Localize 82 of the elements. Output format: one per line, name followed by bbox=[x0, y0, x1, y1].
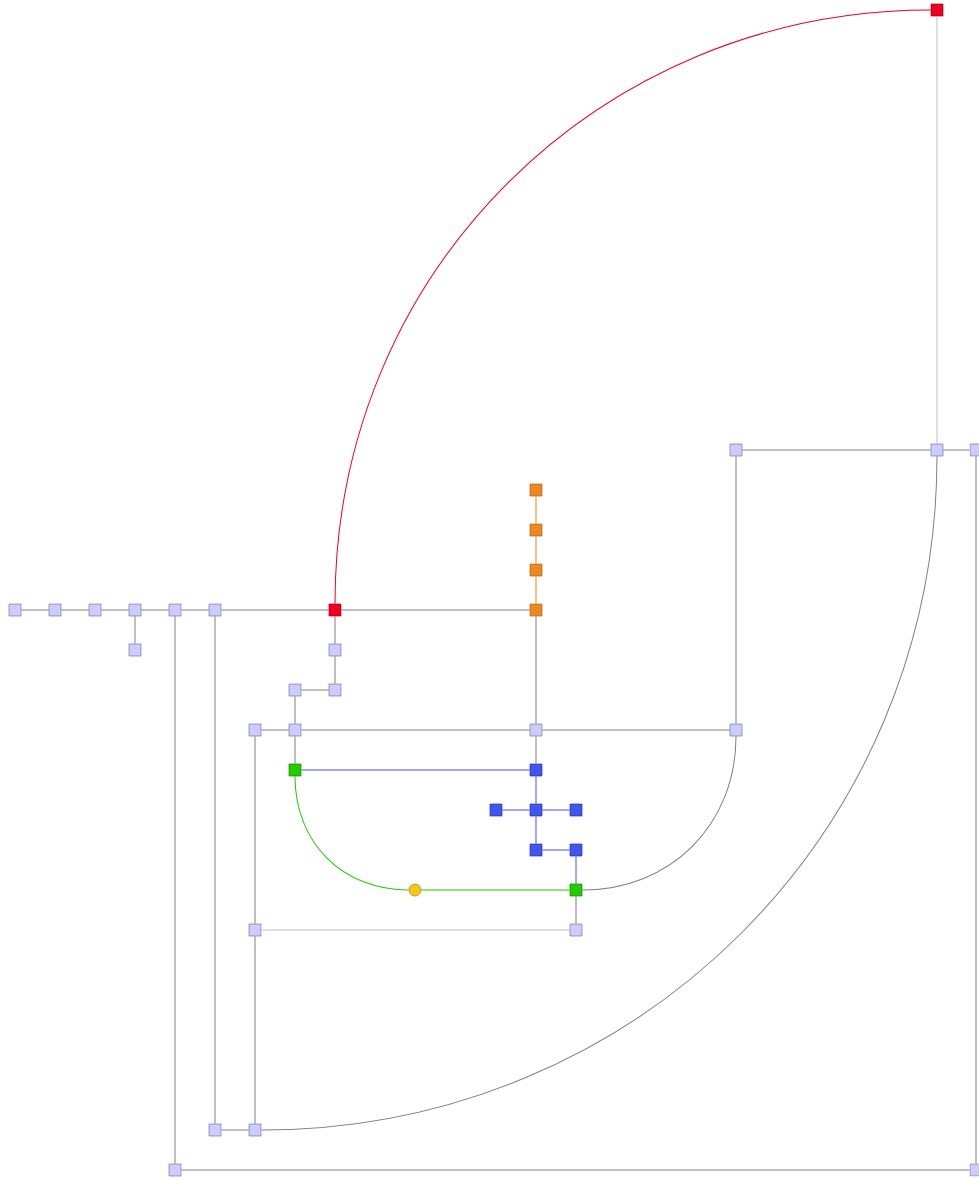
connector-line bbox=[174, 615, 176, 1165]
connector-line bbox=[541, 729, 731, 731]
connector-line bbox=[581, 735, 737, 891]
square-node bbox=[328, 603, 342, 617]
square-node bbox=[569, 923, 583, 937]
connector-line bbox=[294, 735, 296, 765]
square-node bbox=[208, 1123, 222, 1137]
square-node bbox=[569, 883, 583, 897]
square-node bbox=[288, 763, 302, 777]
square-node bbox=[930, 3, 944, 17]
connector-line bbox=[741, 449, 932, 451]
square-node bbox=[128, 643, 142, 657]
connector-line bbox=[501, 809, 531, 811]
square-node bbox=[529, 763, 543, 777]
connector-line bbox=[535, 615, 537, 725]
connector-line bbox=[134, 615, 136, 645]
connector-line bbox=[180, 609, 210, 611]
connector-line bbox=[220, 609, 330, 611]
connector-line bbox=[334, 655, 336, 685]
connector-line bbox=[535, 775, 537, 805]
square-node bbox=[489, 803, 503, 817]
connector-line bbox=[100, 609, 130, 611]
square-node bbox=[288, 723, 302, 737]
square-node bbox=[529, 563, 543, 577]
square-node bbox=[168, 603, 182, 617]
square-node bbox=[128, 603, 142, 617]
connector-line bbox=[300, 689, 330, 691]
connector-line bbox=[260, 455, 938, 1131]
square-node bbox=[529, 603, 543, 617]
connector-line bbox=[140, 609, 170, 611]
connector-line bbox=[180, 1169, 971, 1171]
connector-line bbox=[936, 15, 938, 445]
connector-line bbox=[541, 849, 571, 851]
square-node bbox=[569, 843, 583, 857]
square-node bbox=[729, 723, 743, 737]
square-node bbox=[288, 683, 302, 697]
connector-line bbox=[575, 855, 577, 885]
connector-line bbox=[975, 455, 977, 1165]
square-node bbox=[208, 603, 222, 617]
connector-line bbox=[20, 609, 50, 611]
connector-line bbox=[260, 929, 571, 931]
square-node bbox=[8, 603, 22, 617]
connector-line bbox=[294, 775, 410, 891]
connector-line bbox=[420, 889, 571, 891]
connector-line bbox=[541, 809, 571, 811]
square-node bbox=[529, 483, 543, 497]
connector-line bbox=[220, 1129, 250, 1131]
square-node bbox=[328, 683, 342, 697]
square-node bbox=[328, 643, 342, 657]
square-node bbox=[930, 443, 944, 457]
connector-line bbox=[260, 729, 290, 731]
connector-line bbox=[535, 575, 537, 605]
connector-line bbox=[300, 769, 531, 771]
connector-line bbox=[254, 735, 256, 925]
square-node bbox=[248, 723, 262, 737]
square-node bbox=[48, 603, 62, 617]
connector-line bbox=[735, 455, 737, 725]
square-node bbox=[969, 443, 979, 457]
square-node bbox=[88, 603, 102, 617]
square-node bbox=[248, 923, 262, 937]
square-node bbox=[569, 803, 583, 817]
square-node bbox=[248, 1123, 262, 1137]
square-node bbox=[529, 723, 543, 737]
connector-line bbox=[942, 449, 971, 451]
connector-line bbox=[340, 609, 531, 611]
connector-line bbox=[214, 615, 216, 1125]
connector-line bbox=[60, 609, 90, 611]
connector-line bbox=[254, 935, 256, 1125]
connector-line bbox=[535, 815, 537, 845]
square-node bbox=[529, 523, 543, 537]
connector-line bbox=[535, 535, 537, 565]
square-node bbox=[529, 843, 543, 857]
connector-line bbox=[300, 729, 531, 731]
square-node bbox=[529, 803, 543, 817]
connector-line bbox=[334, 9, 932, 605]
connector-line bbox=[575, 895, 577, 925]
connector-line bbox=[535, 495, 537, 525]
connector-line bbox=[334, 615, 336, 645]
square-node bbox=[729, 443, 743, 457]
connector-line bbox=[294, 695, 296, 725]
connector-line bbox=[535, 735, 537, 765]
square-node bbox=[168, 1163, 182, 1177]
